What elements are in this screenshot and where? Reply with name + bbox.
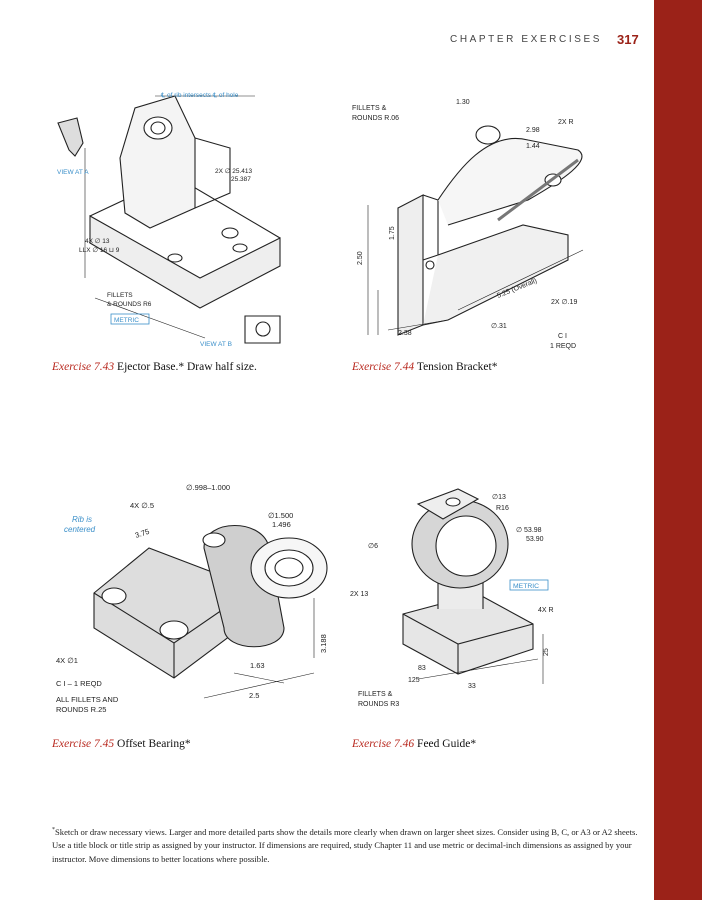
dim-125: 125 [408,677,420,684]
dim-od-2: 1.496 [272,520,291,529]
view-a-label: VIEW AT A [57,169,89,176]
dim-2-98: 2.98 [526,127,540,134]
rounds-note: ROUNDS R.25 [56,705,106,714]
dim-2x-13: 2X 13 [350,591,368,598]
dim-3-75: 3.75 [134,527,151,540]
exercise-title: Tension Bracket* [416,361,498,373]
figure-ejector-base: ℄ of rib intersects ℄ of hole VIEW AT A … [57,92,281,348]
caption-7-45: Exercise 7.45 Offset Bearing* [52,738,191,750]
fillets-note: ALL FILLETS AND [56,695,119,704]
dim-2-5: 2.5 [249,691,259,700]
caption-7-43: Exercise 7.43 Ejector Base.* Draw half s… [52,361,257,373]
bore-note: 2X ∅ 25.413 [215,168,252,175]
material-note: C I – 1 REQD [56,679,102,688]
footnote: *Sketch or draw necessary views. Larger … [52,824,642,866]
figure-offset-bearing: Rib is centered ∅.998–1.000 4X ∅.5 3.75 … [56,483,328,714]
dim-83: 83 [418,665,426,672]
dim-33: 33 [468,683,476,690]
metric-label: METRIC [114,317,139,324]
rounds-note: ROUNDS R3 [358,701,399,708]
dim-2-38: 2.38 [398,330,412,337]
fillets-note: FILLETS & [358,691,393,698]
running-header: CHAPTER EXERCISES 317 [420,32,640,49]
holes-note-2: LLX ∅ 16 ⊔ 9 [79,247,120,254]
caption-7-44: Exercise 7.44 Tension Bracket* [352,361,497,373]
reqd-note: 1 REQD [550,343,576,350]
rib-note: ℄ of rib intersects ℄ of hole [160,92,239,99]
dim-4x-1: 4X ∅1 [56,656,78,665]
dim-1-63: 1.63 [250,661,265,670]
chapter-sidebar-bar [654,0,702,900]
material-note: C I [558,333,567,340]
dim-r16: R16 [496,505,509,512]
metric-label: METRIC [513,583,539,590]
dim-1-75: 1.75 [389,226,396,240]
rib-note: Rib is [72,515,92,524]
rounds-note: ROUNDS R.06 [352,115,399,122]
dim-2-50: 2.50 [357,251,364,265]
exercise-title: Feed Guide* [417,738,477,750]
dim-6: ∅6 [368,543,378,550]
rounds-note: & ROUNDS R6 [107,301,152,308]
dim-13: ∅13 [492,494,506,501]
section-title: CHAPTER EXERCISES [450,34,603,45]
page-number: 317 [617,32,639,47]
dim-3-188: 3.188 [319,634,328,653]
exercise-number: Exercise 7.46 [352,738,415,750]
dim-holes: 4X ∅.5 [130,501,154,510]
dim-1-30: 1.30 [456,99,470,106]
exercise-number: Exercise 7.45 [52,738,115,750]
dim-4x-r: 4X R [538,607,554,614]
figure-tension-bracket: FILLETS & ROUNDS R.06 2X R 2.98 1.44 1.3… [352,99,584,350]
dim-od-1: ∅1.500 [268,511,293,520]
footnote-text: Sketch or draw necessary views. Larger a… [52,826,638,864]
exercise-number: Exercise 7.44 [352,361,415,373]
caption-7-46: Exercise 7.46 Feed Guide* [352,738,476,750]
dim-bore-2: 53.90 [526,536,544,543]
dim-bore: ∅.998–1.000 [186,483,230,492]
dim-1-44: 1.44 [526,143,540,150]
view-b-label: VIEW AT B [200,341,232,348]
dim-holes: 2X ∅.19 [551,299,577,306]
dim-bore-1: ∅ 53.98 [516,527,542,534]
dim-25: 25 [543,648,550,656]
holes-note-1: 4X ∅ 13 [85,238,110,245]
dim-hole-31: ∅.31 [491,323,507,330]
figure-feed-guide: METRIC ∅13 R16 ∅ 53.98 53.90 ∅6 4X R 2X … [350,488,554,708]
exercise-title: Offset Bearing* [117,738,191,750]
radius-note: 2X R [558,119,574,126]
exercise-number: Exercise 7.43 [52,361,115,373]
fillets-note: FILLETS [107,292,133,299]
exercise-title: Ejector Base.* Draw half size. [117,361,257,373]
rib-note-2: centered [64,525,96,534]
bore-note-2: 25.387 [231,176,251,183]
footnote-mark: * [52,827,55,833]
fillets-note: FILLETS & [352,105,387,112]
